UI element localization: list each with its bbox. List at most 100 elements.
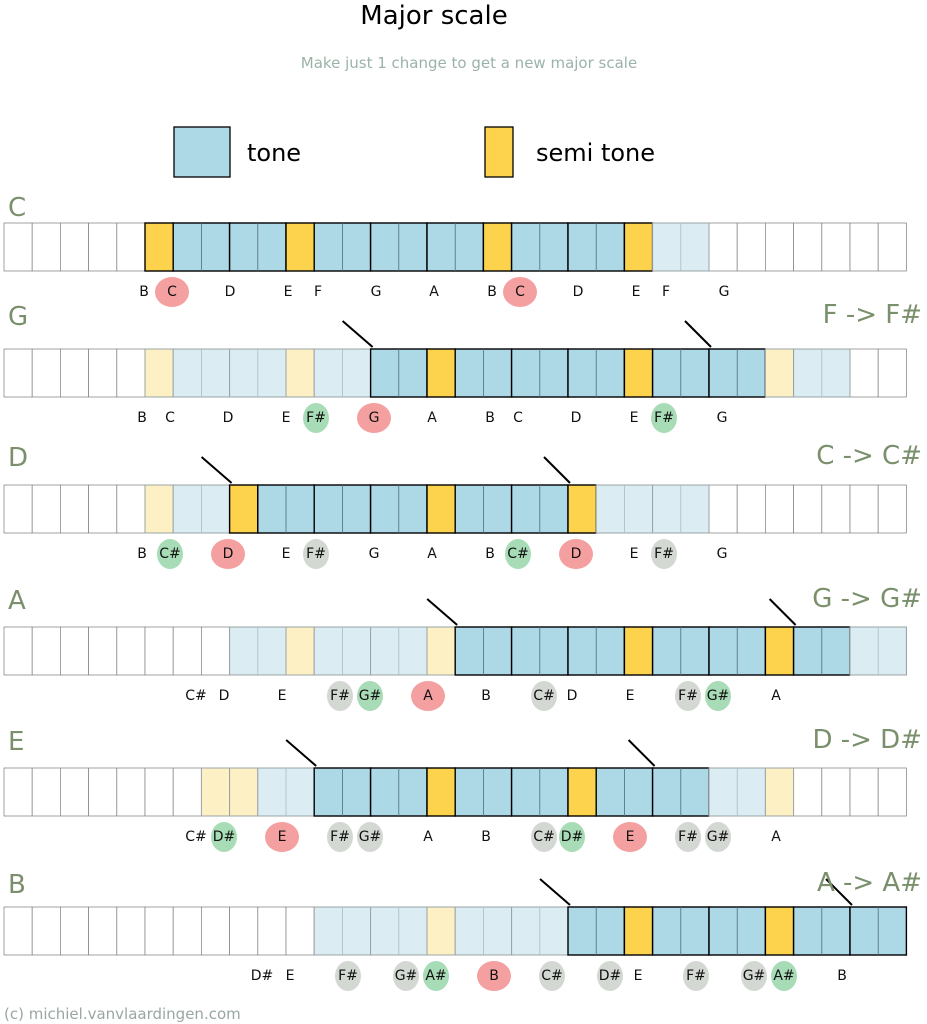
- change-label: C -> C#: [816, 441, 922, 471]
- key-cell: [144, 906, 174, 956]
- note-label: F#: [306, 546, 326, 562]
- new-sharp-marker: [559, 822, 585, 852]
- note-label: D#: [251, 968, 274, 984]
- semitone-block: [426, 906, 456, 956]
- note-label: C#: [159, 546, 181, 562]
- existing-sharp-marker: [539, 961, 565, 991]
- key-cell: [144, 767, 174, 817]
- note-label: G#: [707, 688, 730, 704]
- page-subtitle: Make just 1 change to get a new major sc…: [301, 54, 637, 72]
- root-note-marker: [503, 277, 537, 307]
- new-sharp-marker: [303, 403, 329, 433]
- semitone-block: [567, 767, 597, 817]
- change-marker-line: [684, 320, 712, 348]
- key-cell: [736, 484, 766, 534]
- note-label: F#: [338, 968, 358, 984]
- root-note-marker: [613, 822, 647, 852]
- key-cell: [821, 484, 851, 534]
- key-cell: [200, 906, 230, 956]
- scale-name: G: [8, 302, 28, 332]
- semitone-block: [426, 348, 456, 398]
- key-cell: [3, 767, 33, 817]
- key-cell: [765, 222, 795, 272]
- key-cell: [877, 348, 907, 398]
- note-label: G: [719, 284, 730, 300]
- root-note-marker: [477, 961, 511, 991]
- note-label: G: [371, 284, 382, 300]
- change-marker-line: [543, 456, 571, 484]
- note-label: E: [630, 410, 639, 426]
- semitone-block: [482, 222, 513, 272]
- key-cell: [708, 484, 738, 534]
- key-cell: [793, 767, 823, 817]
- note-label: C: [165, 410, 175, 426]
- note-label: B: [485, 546, 495, 562]
- note-label: B: [837, 968, 847, 984]
- note-label: E: [282, 410, 291, 426]
- key-cell: [3, 626, 33, 676]
- note-label: A: [427, 410, 437, 426]
- note-label: F#: [330, 688, 350, 704]
- semitone-block: [144, 484, 174, 534]
- note-label: D#: [561, 829, 584, 845]
- semitone-block: [426, 626, 456, 676]
- change-marker-line: [341, 320, 374, 348]
- key-cell: [3, 484, 33, 534]
- key-cell: [60, 906, 90, 956]
- key-cell: [116, 767, 146, 817]
- note-label: B: [481, 829, 491, 845]
- note-label: A: [427, 546, 437, 562]
- key-cell: [116, 626, 146, 676]
- key-cell: [88, 906, 118, 956]
- note-label: G#: [707, 829, 730, 845]
- key-cell: [849, 348, 879, 398]
- key-cell: [3, 222, 33, 272]
- key-cell: [31, 626, 61, 676]
- note-label: G: [717, 546, 728, 562]
- key-cell: [88, 348, 118, 398]
- key-cell: [877, 484, 907, 534]
- existing-sharp-marker: [531, 681, 557, 711]
- key-cell: [877, 222, 907, 272]
- note-label: E: [282, 546, 291, 562]
- note-label: A: [423, 829, 433, 845]
- note-label: F#: [654, 410, 674, 426]
- key-cell: [116, 222, 146, 272]
- note-label: B: [139, 284, 149, 300]
- key-cell: [60, 484, 90, 534]
- existing-sharp-marker: [335, 961, 361, 991]
- note-label: G#: [395, 968, 418, 984]
- note-label: B: [137, 410, 147, 426]
- scale-name: B: [8, 870, 26, 900]
- existing-sharp-marker: [675, 822, 701, 852]
- semitone-block: [228, 484, 259, 534]
- key-cell: [849, 222, 879, 272]
- note-label: C#: [185, 829, 207, 845]
- semitone-block: [285, 222, 315, 272]
- note-label: E: [286, 968, 295, 984]
- legend-semitone-label: semi tone: [536, 139, 655, 167]
- scale-name: A: [8, 586, 26, 616]
- new-sharp-marker: [505, 539, 531, 569]
- key-cell: [172, 626, 202, 676]
- new-sharp-marker: [423, 961, 449, 991]
- new-sharp-marker: [211, 822, 237, 852]
- note-label: F#: [686, 968, 706, 984]
- semitone-block: [285, 626, 315, 676]
- semitone-block: [623, 906, 654, 956]
- legend-tone-swatch: [173, 126, 231, 178]
- existing-sharp-marker: [651, 539, 677, 569]
- key-cell: [821, 767, 851, 817]
- key-cell: [793, 222, 823, 272]
- existing-sharp-marker: [327, 681, 353, 711]
- semitone-block: [426, 767, 456, 817]
- key-cell: [116, 484, 146, 534]
- key-cell: [60, 222, 90, 272]
- key-cell: [3, 906, 33, 956]
- semitone-block: [426, 484, 456, 534]
- note-label: B: [489, 968, 499, 984]
- note-label: G#: [359, 829, 382, 845]
